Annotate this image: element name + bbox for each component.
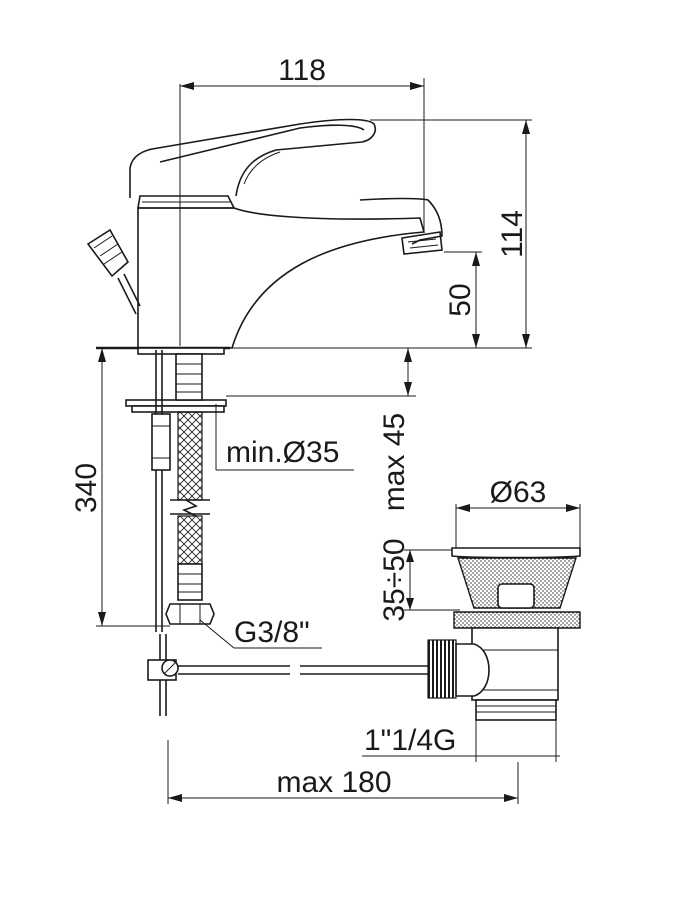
label-118: 118	[278, 54, 326, 87]
dimension-thread: G3/8"	[199, 616, 322, 649]
dimension-drain-height: 35÷50	[378, 538, 460, 622]
label-drain-height: 35÷50	[378, 538, 411, 621]
label-drain-thread: 1"1/4G	[364, 724, 456, 757]
popup-rod	[151, 350, 171, 632]
label-rod-length: max 180	[276, 766, 391, 799]
label-thread: G3/8"	[234, 616, 310, 649]
label-114: 114	[496, 210, 529, 258]
popup-knob	[86, 228, 141, 315]
label-hole: min.Ø35	[226, 436, 339, 469]
dimension-rod-length: max 180	[167, 740, 519, 804]
label-340: 340	[70, 463, 103, 513]
dimension-drain-diameter: Ø63	[455, 476, 581, 548]
dimension-hole: min.Ø35	[215, 404, 354, 471]
dimension-deck: max 45	[226, 348, 416, 511]
label-deck: max 45	[378, 413, 411, 511]
dimension-340: 340	[70, 348, 170, 627]
dimension-drain-thread: 1"1/4G	[362, 720, 560, 762]
dimension-114: 114	[370, 119, 532, 348]
deck-plate	[96, 346, 230, 413]
dimension-118: 118	[180, 54, 425, 232]
faucet-body	[129, 118, 443, 349]
dimension-50: 50	[444, 251, 482, 348]
label-drain-diameter: Ø63	[490, 476, 547, 509]
label-50: 50	[444, 283, 477, 316]
lift-rod	[147, 634, 428, 716]
drain-waste	[427, 547, 581, 721]
flexible-hose	[165, 353, 215, 625]
